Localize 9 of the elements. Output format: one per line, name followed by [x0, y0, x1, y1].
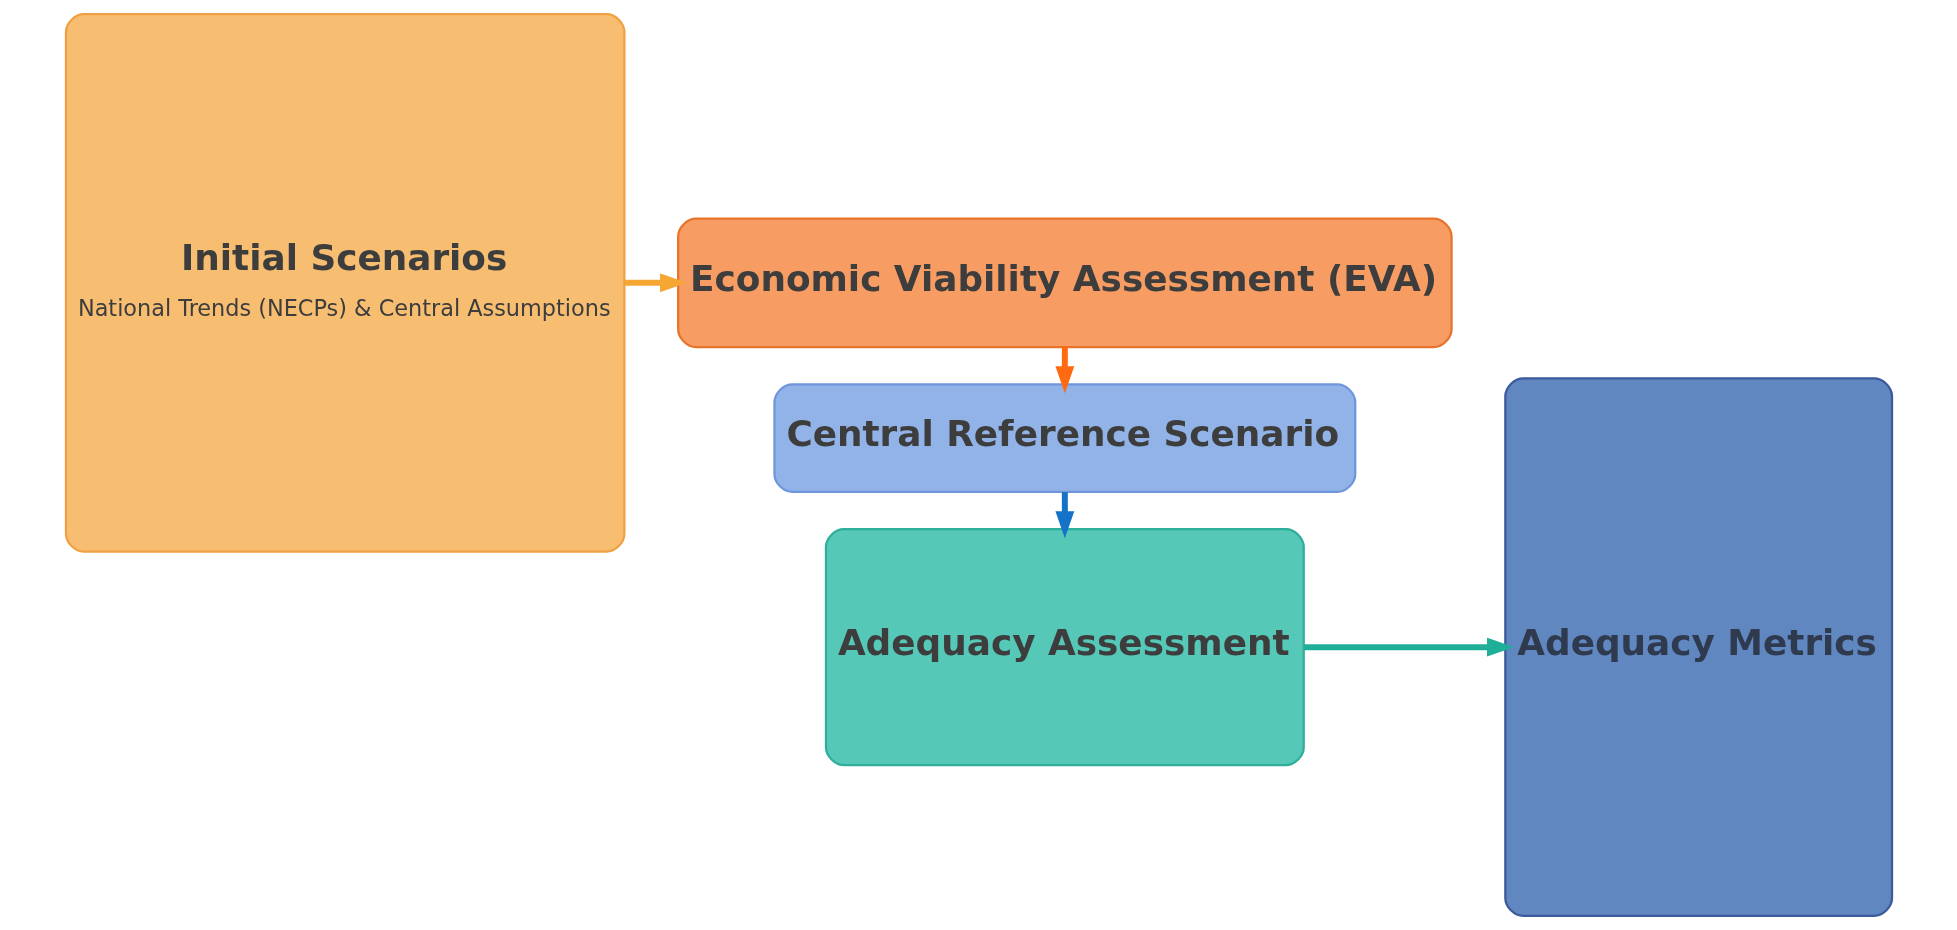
node-box: Economic Viability Assessment (EVA)	[676, 217, 1453, 349]
node-box: Central Reference Scenario	[772, 383, 1356, 493]
arrow	[624, 273, 687, 293]
node-box: Adequacy Metrics	[1503, 377, 1893, 918]
arrow	[1054, 492, 1074, 539]
node-box: Adequacy Assessment	[824, 528, 1305, 767]
arrow	[1054, 347, 1074, 394]
node-box: Initial Scenarios National Trends (NECPs) & Central Assumptions	[64, 12, 625, 553]
arrow	[1303, 637, 1514, 657]
